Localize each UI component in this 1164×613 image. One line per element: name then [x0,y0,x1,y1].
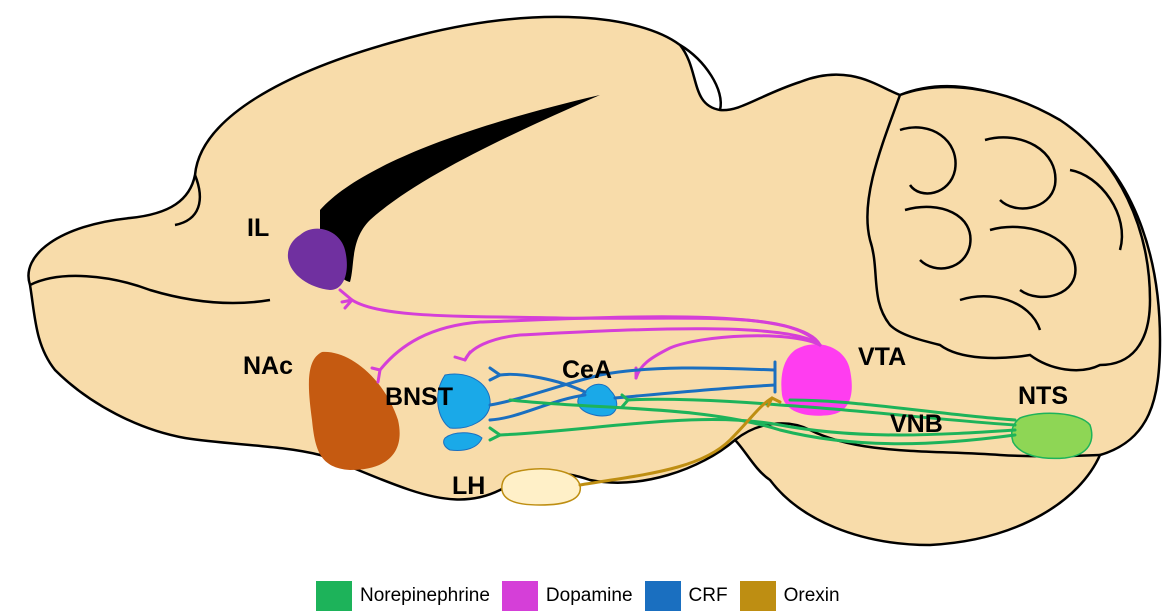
cerebellum [867,87,1150,370]
label-lh: LH [452,472,485,500]
label-vta: VTA [858,343,906,371]
legend-label-crf: CRF [689,585,728,607]
legend-swatch-norepinephrine [316,581,352,611]
legend-item-norepinephrine: Norepinephrine [316,581,490,611]
label-bnst: BNST [385,383,453,411]
legend-swatch-dopamine [502,581,538,611]
legend-label-dopamine: Dopamine [546,585,633,607]
label-il: IL [247,214,269,242]
label-nts: NTS [1018,382,1068,410]
legend-item-dopamine: Dopamine [502,581,633,611]
lh-region [502,469,581,505]
legend-label-norepinephrine: Norepinephrine [360,585,490,607]
legend-label-orexin: Orexin [784,585,840,607]
label-vnb: VNB [890,410,943,438]
label-cea: CeA [562,356,612,384]
legend-item-crf: CRF [645,581,728,611]
legend: Norepinephrine Dopamine CRF Orexin [316,579,852,613]
legend-swatch-orexin [740,581,776,611]
nts-region [1012,413,1092,458]
label-nac: NAc [243,352,293,380]
legend-item-orexin: Orexin [740,581,840,611]
legend-swatch-crf [645,581,681,611]
